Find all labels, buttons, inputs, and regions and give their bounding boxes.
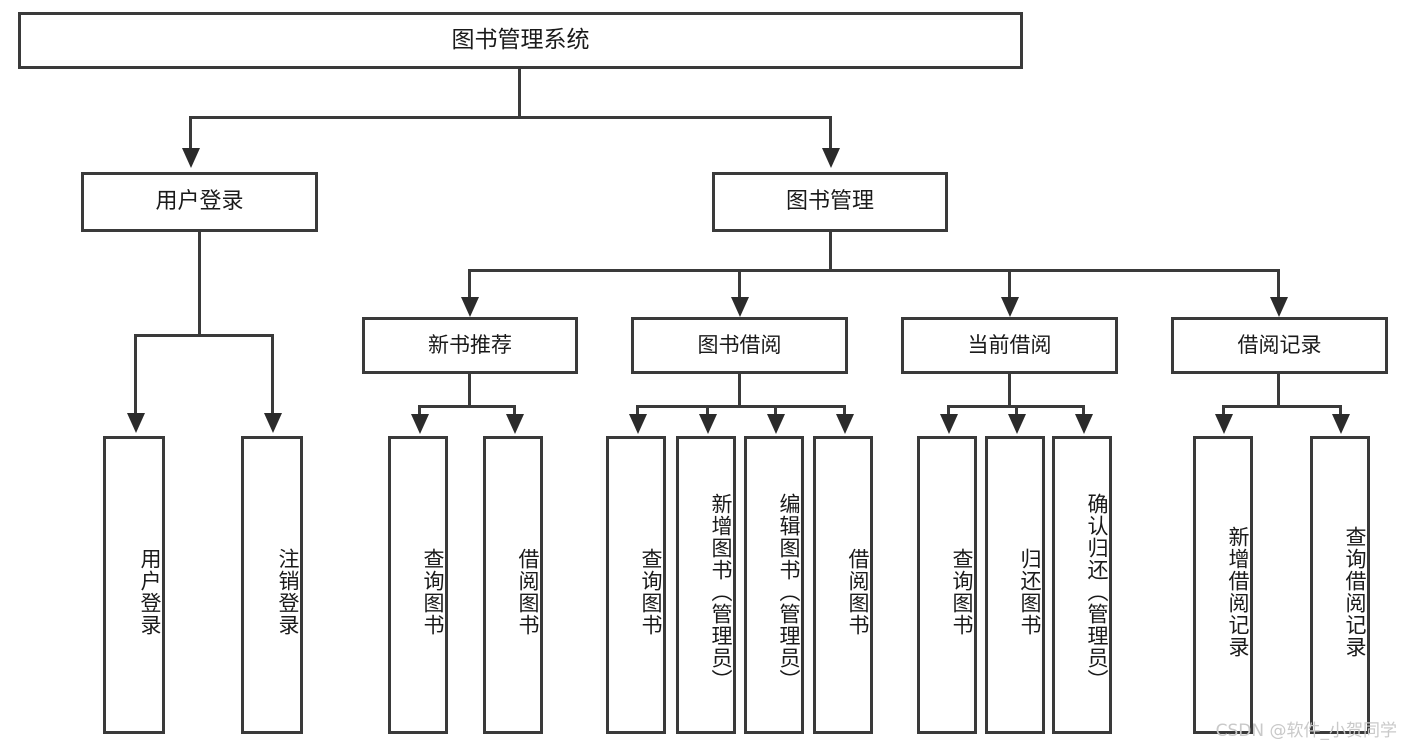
arrow-book-borrow-leaf-2: [767, 414, 785, 434]
node-book-borrow[interactable]: 图书借阅: [631, 317, 848, 374]
edge-current-borrow-to-leaf-2: [1082, 405, 1085, 416]
arrow-user-login-leaf-0: [127, 413, 145, 433]
node-label: 编辑图书（管理员）: [777, 493, 801, 691]
arrow-new-book-leaf-0: [411, 414, 429, 434]
node-new-book-recommend[interactable]: 新书推荐: [362, 317, 578, 374]
leaf-current-borrow-1[interactable]: 归还图书: [985, 436, 1045, 734]
edge-to-new-book: [468, 269, 471, 299]
edge-current-borrow-to-leaf-0: [947, 405, 950, 416]
arrow-current-borrow-leaf-2: [1075, 414, 1093, 434]
edge-borrow-record-to-leaf-0: [1222, 405, 1225, 416]
watermark: CSDN @软件_小贺同学: [1215, 721, 1397, 741]
leaf-user-login-1[interactable]: 注销登录: [241, 436, 303, 734]
arrow-new-book-leaf-1: [506, 414, 524, 434]
edge-root-stem: [518, 69, 521, 118]
edge-book-borrow-to-leaf-3: [843, 405, 846, 416]
node-label: 借阅图书: [846, 548, 870, 636]
arrow-current-borrow-leaf-0: [940, 414, 958, 434]
node-label: 借阅图书: [516, 548, 540, 636]
leaf-borrow-record-0[interactable]: 新增借阅记录: [1193, 436, 1253, 734]
node-label: 图书管理系统: [451, 26, 590, 53]
arrow-to-current-borrow: [1001, 297, 1019, 317]
node-label: 当前借阅: [967, 333, 1052, 358]
edge-book-borrow-to-leaf-1: [706, 405, 709, 416]
leaf-book-borrow-1[interactable]: 新增图书（管理员）: [676, 436, 736, 734]
arrow-to-new-book: [461, 297, 479, 317]
arrow-book-borrow-leaf-0: [629, 414, 647, 434]
leaf-user-login-0[interactable]: 用户登录: [103, 436, 165, 734]
arrow-book-borrow-leaf-3: [836, 414, 854, 434]
arrow-user-login-leaf-1: [264, 413, 282, 433]
node-label: 归还图书: [1018, 548, 1042, 636]
node-label: 确认归还（管理员）: [1085, 493, 1109, 691]
leaf-new-book-0[interactable]: 查询图书: [388, 436, 448, 734]
leaf-book-borrow-0[interactable]: 查询图书: [606, 436, 666, 734]
edge-root-to-user-login: [189, 116, 192, 151]
edge-to-current-borrow: [1008, 269, 1011, 299]
arrow-to-book-borrow: [731, 297, 749, 317]
node-label: 查询借阅记录: [1343, 526, 1367, 658]
edge-user-login-bus: [134, 334, 274, 337]
arrow-borrow-record-leaf-1: [1332, 414, 1350, 434]
edge-user-login-to-leaf-0: [134, 334, 137, 415]
arrow-to-borrow-record: [1270, 297, 1288, 317]
node-label: 用户登录: [155, 189, 244, 215]
node-label: 图书借阅: [697, 333, 782, 358]
arrow-book-borrow-leaf-1: [699, 414, 717, 434]
edge-user-login-to-leaf-1: [271, 334, 274, 415]
arrow-current-borrow-leaf-1: [1008, 414, 1026, 434]
node-label: 借阅记录: [1237, 333, 1322, 358]
node-current-borrow[interactable]: 当前借阅: [901, 317, 1118, 374]
node-label: 查询图书: [421, 548, 445, 636]
edge-borrow-record-stem: [1277, 374, 1280, 407]
leaf-book-borrow-3[interactable]: 借阅图书: [813, 436, 873, 734]
node-label: 新增图书（管理员）: [709, 493, 733, 691]
edge-book-mgmt-stem: [829, 232, 832, 272]
edge-borrow-record-bus: [1222, 405, 1341, 408]
edge-user-login-stem: [198, 232, 201, 336]
edge-to-borrow-record: [1277, 269, 1280, 299]
edge-new-book-bus: [418, 405, 516, 408]
leaf-borrow-record-1[interactable]: 查询借阅记录: [1310, 436, 1370, 734]
edge-root-bus: [189, 116, 832, 119]
leaf-current-borrow-2[interactable]: 确认归还（管理员）: [1052, 436, 1112, 734]
edge-current-borrow-to-leaf-1: [1015, 405, 1018, 416]
edge-current-borrow-stem: [1008, 374, 1011, 407]
arrow-to-user-login: [182, 148, 200, 168]
node-label: 注销登录: [276, 548, 300, 636]
edge-to-book-borrow: [738, 269, 741, 299]
edge-new-book-stem: [468, 374, 471, 407]
edge-new-book-to-leaf-0: [418, 405, 421, 416]
edge-book-borrow-bus: [636, 405, 845, 408]
leaf-new-book-1[interactable]: 借阅图书: [483, 436, 543, 734]
edge-book-borrow-to-leaf-0: [636, 405, 639, 416]
node-label: 查询图书: [950, 548, 974, 636]
edge-book-borrow-stem: [738, 374, 741, 407]
node-label: 新书推荐: [428, 333, 512, 358]
node-root-system[interactable]: 图书管理系统: [18, 12, 1023, 69]
arrow-to-book-mgmt: [822, 148, 840, 168]
leaf-current-borrow-0[interactable]: 查询图书: [917, 436, 977, 734]
node-book-management[interactable]: 图书管理: [712, 172, 948, 232]
node-label: 图书管理: [785, 189, 874, 215]
edge-book-borrow-to-leaf-2: [774, 405, 777, 416]
node-borrow-record[interactable]: 借阅记录: [1171, 317, 1388, 374]
node-label: 用户登录: [138, 548, 162, 636]
edge-book-mgmt-bus: [468, 269, 1280, 272]
node-label: 新增借阅记录: [1226, 526, 1250, 658]
node-label: 查询图书: [639, 548, 663, 636]
arrow-borrow-record-leaf-0: [1215, 414, 1233, 434]
leaf-book-borrow-2[interactable]: 编辑图书（管理员）: [744, 436, 804, 734]
edge-root-to-book-mgmt: [829, 116, 832, 151]
edge-borrow-record-to-leaf-1: [1339, 405, 1342, 416]
node-user-login[interactable]: 用户登录: [81, 172, 318, 232]
edge-new-book-to-leaf-1: [513, 405, 516, 416]
